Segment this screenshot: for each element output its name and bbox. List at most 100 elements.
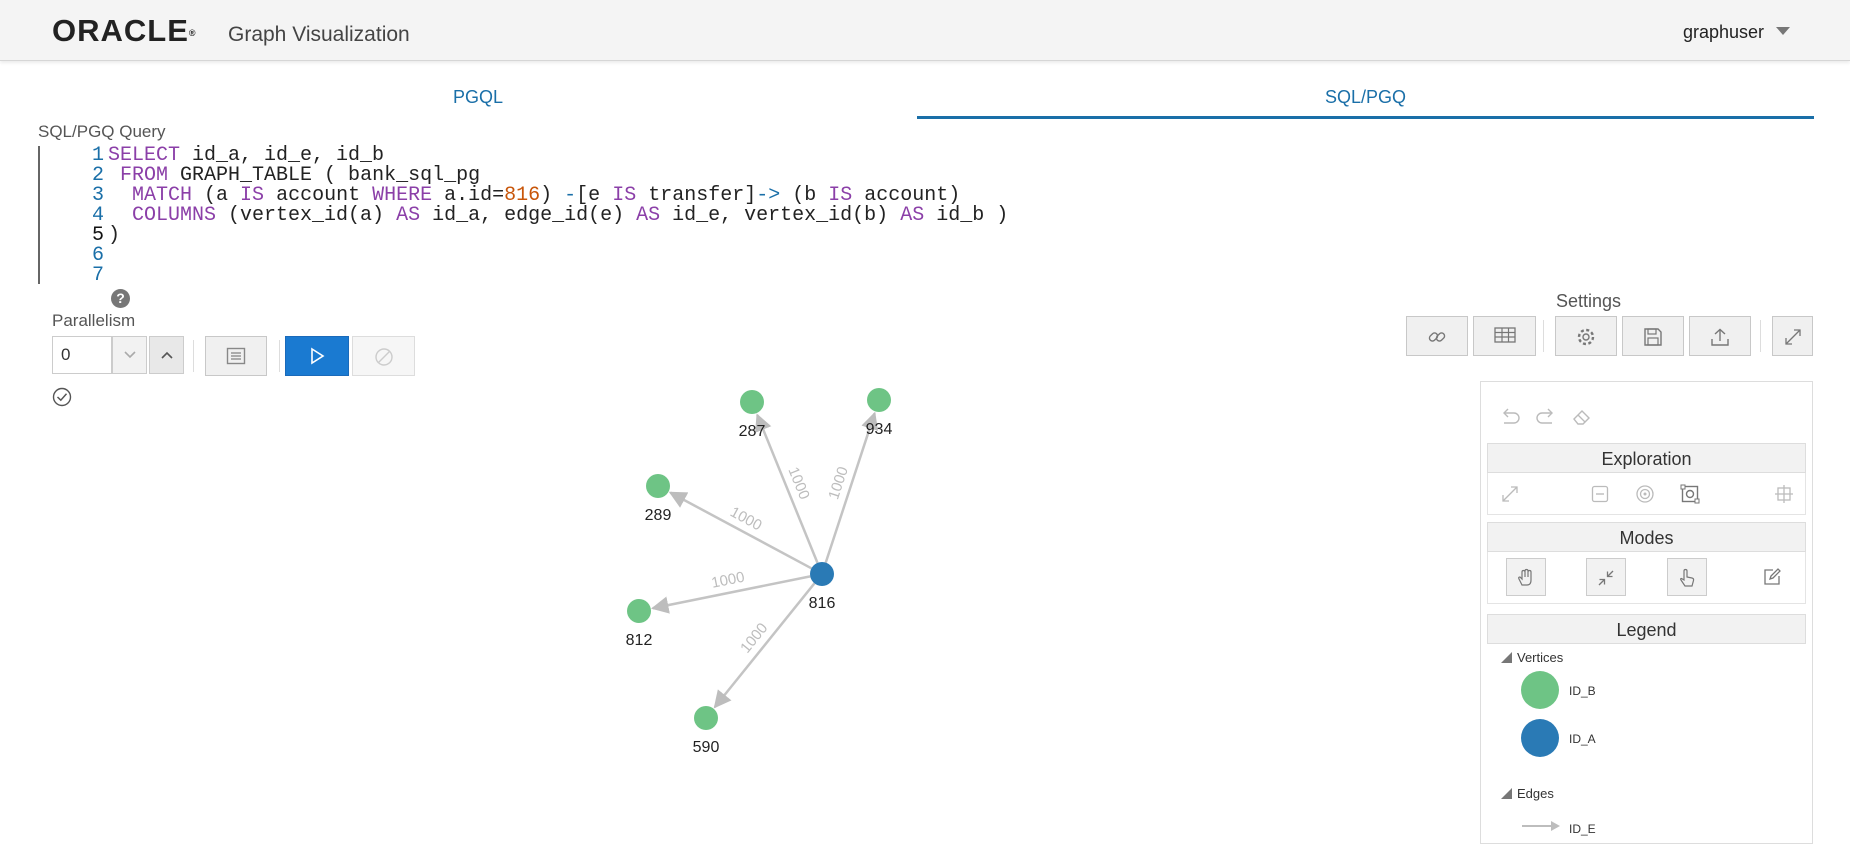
save-icon <box>1644 328 1662 346</box>
legend-vertex-label: ID_A <box>1569 732 1596 746</box>
graph-edge[interactable] <box>651 575 811 614</box>
checkmark-icon <box>52 387 72 407</box>
code-line: 2 FROM GRAPH_TABLE ( bank_sql_pg <box>40 166 480 186</box>
table-view-button[interactable] <box>1473 316 1536 356</box>
user-name: graphuser <box>1682 22 1764 42</box>
toolbar-divider <box>193 340 194 372</box>
code-line: 5) <box>40 226 120 246</box>
graph-edge[interactable] <box>755 413 819 564</box>
settings-label: Settings <box>1556 291 1622 311</box>
move-mode-button[interactable] <box>1506 558 1546 596</box>
ungroup-icon[interactable] <box>1774 484 1794 504</box>
graph-edge[interactable] <box>824 411 879 563</box>
graph-vertex-center[interactable] <box>810 562 834 586</box>
edit-icon[interactable] <box>1762 567 1782 587</box>
edge-label: 1000 <box>727 504 764 535</box>
exploration-tools <box>1487 473 1806 515</box>
export-button[interactable] <box>1689 316 1751 356</box>
code-line: 3 MATCH (a IS account WHERE a.id=816) -[… <box>40 186 960 206</box>
tab-sql-pgq[interactable]: SQL/PGQ <box>917 78 1814 119</box>
collapse-triangle-icon[interactable] <box>1501 788 1512 799</box>
pointer-icon <box>1680 568 1695 587</box>
app-title: Graph Visualization <box>228 23 410 46</box>
table-icon <box>1493 327 1516 343</box>
parallelism-increment-button[interactable] <box>149 336 184 374</box>
legend-vertex-swatch[interactable] <box>1521 671 1559 709</box>
collapse-mode-button[interactable] <box>1586 558 1626 596</box>
toolbar-divider <box>1543 320 1544 352</box>
parallelism-decrement-button[interactable] <box>112 336 147 374</box>
user-menu[interactable]: graphuser <box>1683 22 1790 43</box>
select-mode-button[interactable] <box>1667 558 1707 596</box>
run-query-button[interactable] <box>285 336 349 376</box>
legend-body: Vertices ID_B ID_A Edges ID_E <box>1487 644 1806 844</box>
legend-edge-label: ID_E <box>1569 822 1596 836</box>
vertex-label: 287 <box>739 423 766 440</box>
app-header: ORACLE® Graph Visualization graphuser <box>0 0 1850 61</box>
undo-icon[interactable] <box>1499 408 1521 426</box>
vertex-label: 812 <box>626 632 653 649</box>
edge-label: 1000 <box>737 620 771 657</box>
graph-vertex[interactable] <box>867 388 891 412</box>
redo-icon[interactable] <box>1535 408 1557 426</box>
toolbar-divider <box>279 340 280 372</box>
focus-icon[interactable] <box>1635 484 1655 504</box>
parallelism-label: Parallelism <box>52 311 136 330</box>
edge-label: 1000 <box>710 569 746 592</box>
fullscreen-button[interactable] <box>1772 316 1813 356</box>
vertex-label: 816 <box>809 595 836 612</box>
drop-node-icon[interactable] <box>1590 484 1610 504</box>
line-number: 2 <box>91 164 104 187</box>
gear-icon <box>1577 328 1595 346</box>
line-number: 7 <box>91 264 104 287</box>
help-icon[interactable]: ? <box>111 289 130 308</box>
caret-down-icon <box>1776 27 1790 36</box>
vertex-label: 289 <box>645 507 672 524</box>
settings-button[interactable] <box>1555 316 1617 356</box>
vertex-label: 590 <box>693 739 720 756</box>
tab-pgql[interactable]: PGQL <box>452 87 504 107</box>
legend-edge-arrow-icon[interactable] <box>1521 820 1561 832</box>
code-line: 4 COLUMNS (vertex_id(a) AS id_a, edge_id… <box>40 206 1008 226</box>
expand-icon <box>1784 329 1801 345</box>
toolbar-divider <box>1760 320 1761 352</box>
graph-edge[interactable] <box>668 491 813 570</box>
cancel-query-button[interactable] <box>352 336 415 376</box>
expand-node-icon[interactable] <box>1500 484 1520 504</box>
graph-vertex[interactable] <box>646 474 670 498</box>
line-number: 3 <box>91 184 104 207</box>
eraser-icon[interactable] <box>1571 408 1593 426</box>
graph-vertex[interactable] <box>694 706 718 730</box>
line-number: 5 <box>91 224 104 247</box>
legend-vertex-swatch[interactable] <box>1521 719 1559 757</box>
play-icon <box>311 347 325 365</box>
link-button[interactable] <box>1406 316 1468 356</box>
graph-vertex[interactable] <box>627 599 651 623</box>
upload-icon <box>1711 328 1729 346</box>
legend-vertices-title: Vertices <box>1517 650 1564 665</box>
collapse-triangle-icon[interactable] <box>1501 652 1512 663</box>
oracle-logo: ORACLE® <box>52 13 197 48</box>
line-number: 4 <box>91 204 104 227</box>
line-number: 1 <box>91 144 104 167</box>
modes-header[interactable]: Modes <box>1487 522 1806 552</box>
line-number: 6 <box>91 244 104 267</box>
query-history-button[interactable] <box>205 336 267 376</box>
save-button[interactable] <box>1622 316 1684 356</box>
legend-header[interactable]: Legend <box>1487 614 1806 644</box>
query-label: SQL/PGQ Query <box>38 122 166 141</box>
modes-tools <box>1487 552 1806 604</box>
stop-icon <box>374 348 393 366</box>
graph-edge[interactable] <box>713 582 816 709</box>
vertex-label: 934 <box>866 421 893 438</box>
graph-vertex[interactable] <box>740 390 764 414</box>
legend-edges-title: Edges <box>1517 786 1554 801</box>
parallelism-input[interactable]: 0 <box>52 336 112 374</box>
exploration-header[interactable]: Exploration <box>1487 443 1806 473</box>
graph-tools-panel: Exploration Modes Legend Vertices ID_B I… <box>1480 381 1813 844</box>
group-icon[interactable] <box>1680 484 1700 504</box>
hand-icon <box>1518 568 1532 586</box>
